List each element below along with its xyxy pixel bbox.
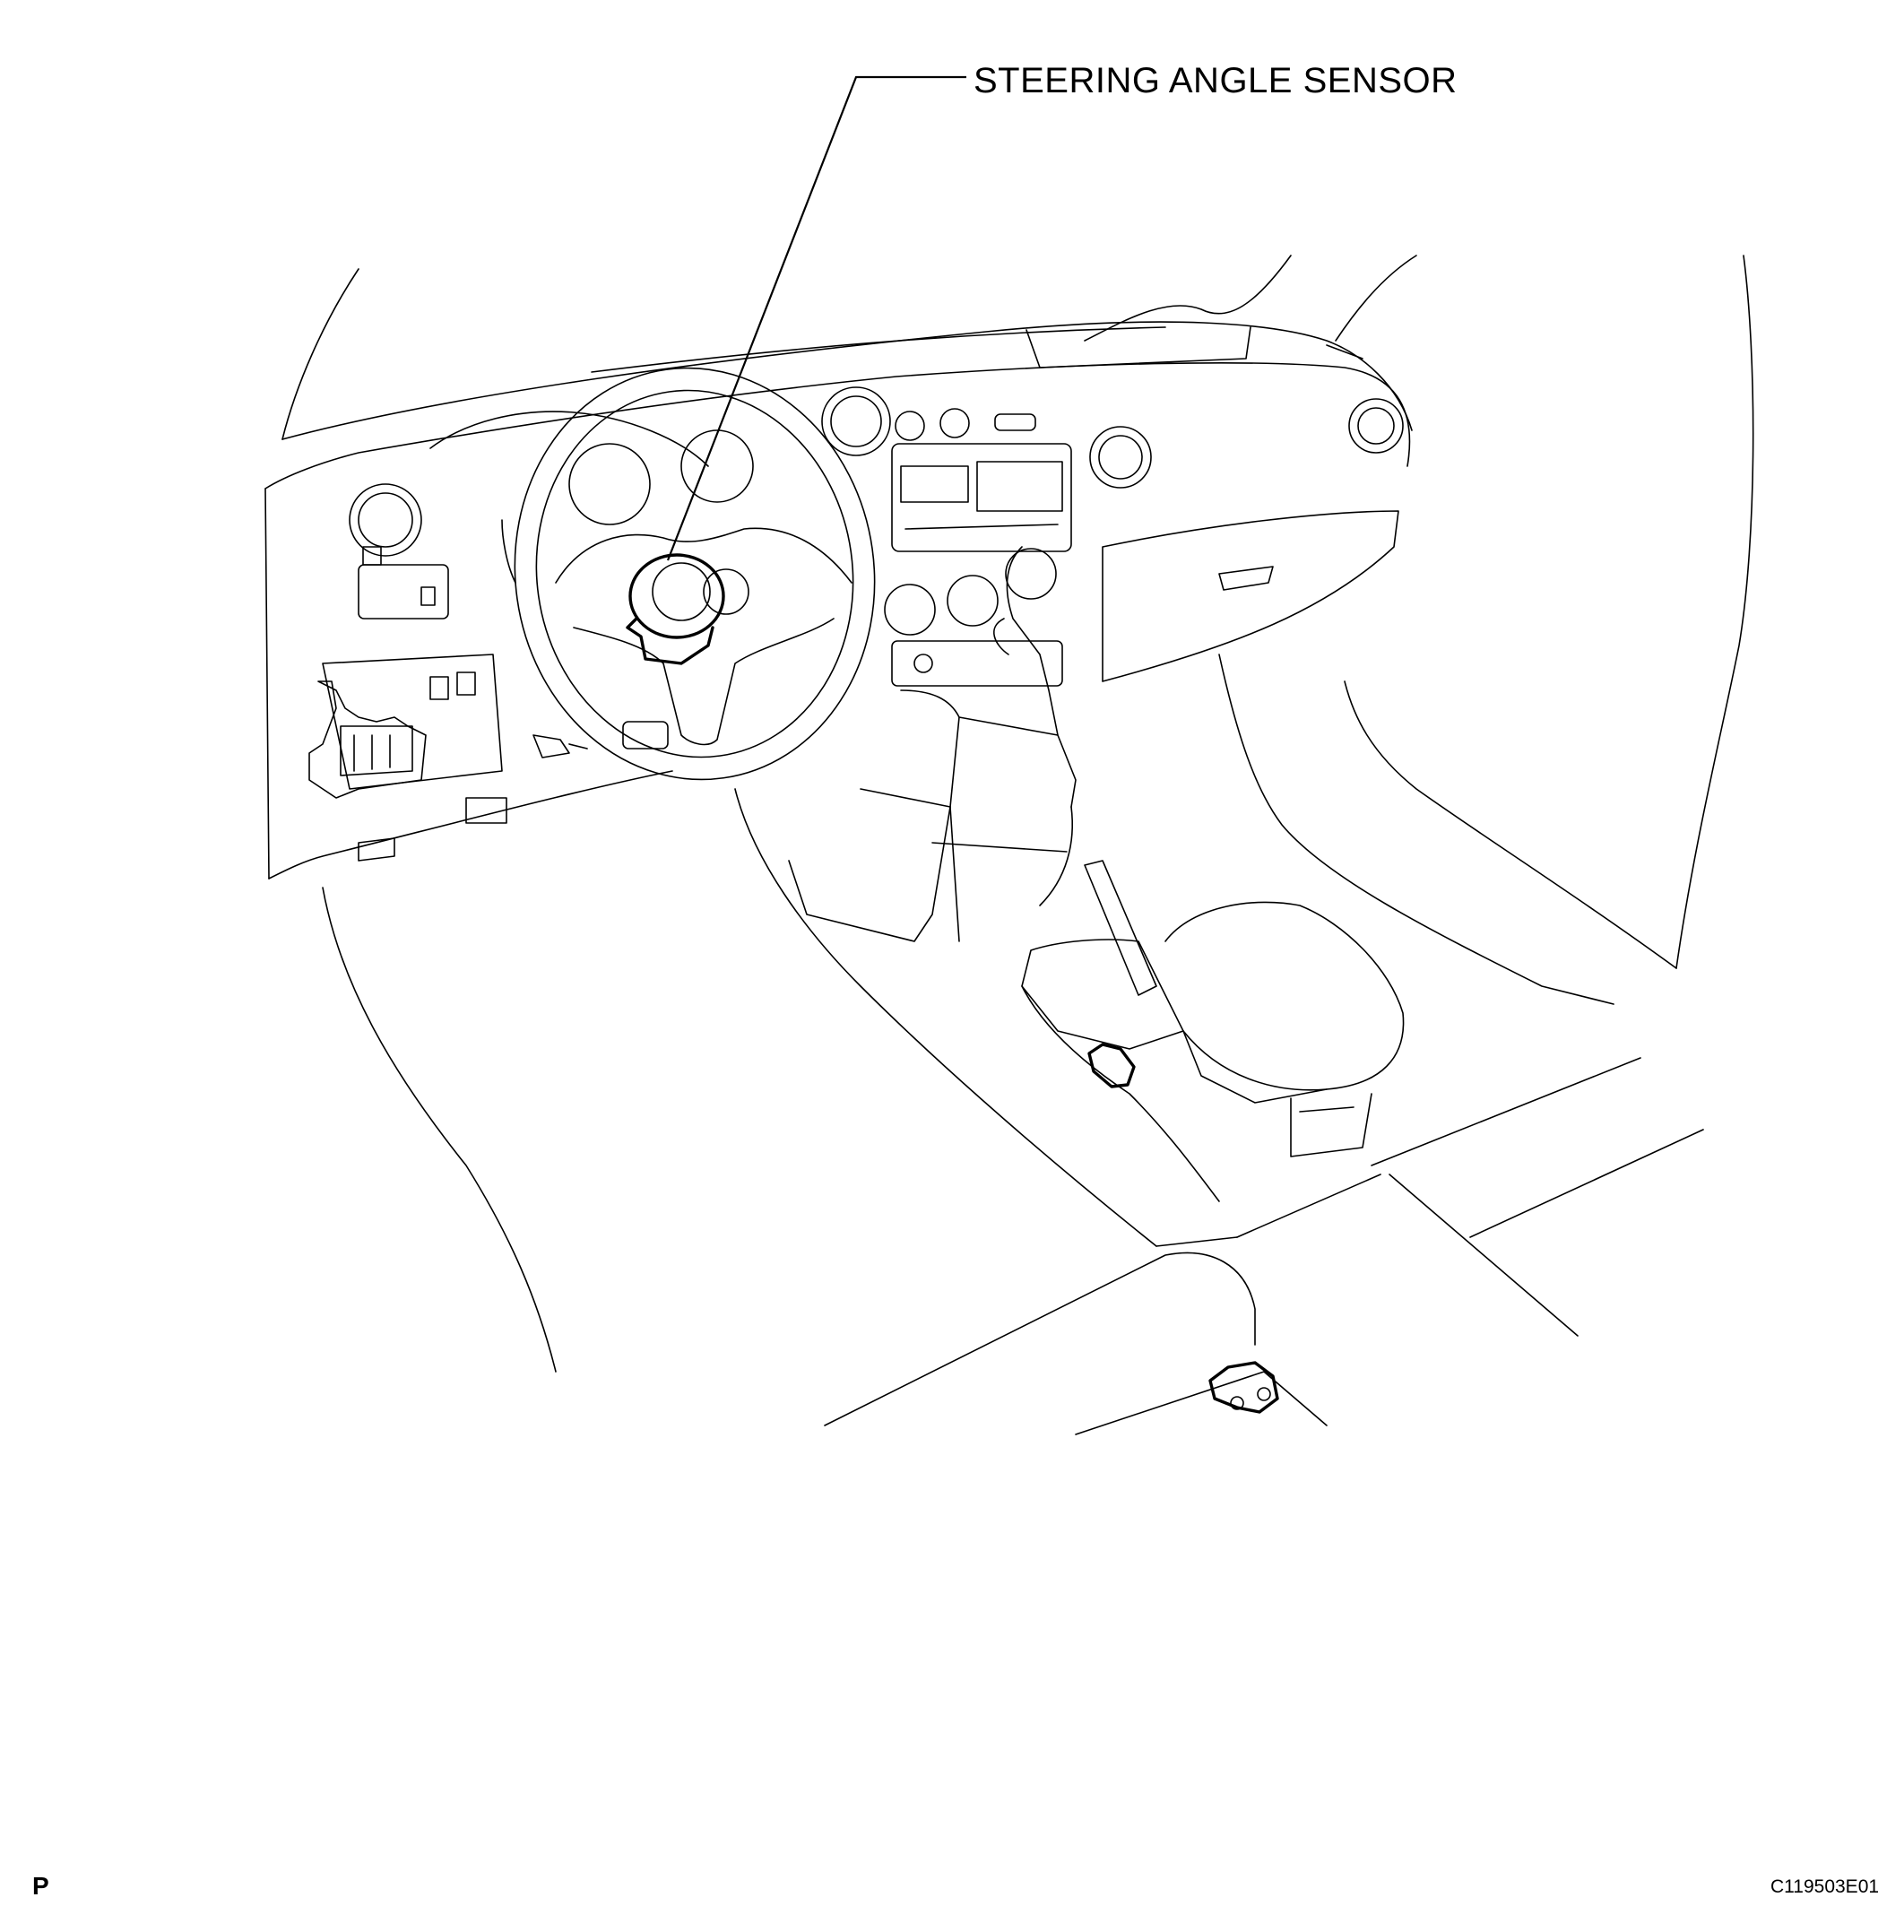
dashboard <box>264 321 1413 879</box>
steering-wheel <box>501 367 876 781</box>
steering-angle-sensor-label: STEERING ANGLE SENSOR <box>974 61 1458 100</box>
callout-leader <box>666 75 966 561</box>
center-console <box>788 546 1405 1202</box>
floor <box>322 654 1704 1435</box>
page-marker: P <box>32 1872 49 1900</box>
figure-code: C119503E01 <box>1770 1876 1880 1897</box>
body-outline <box>281 255 1754 969</box>
